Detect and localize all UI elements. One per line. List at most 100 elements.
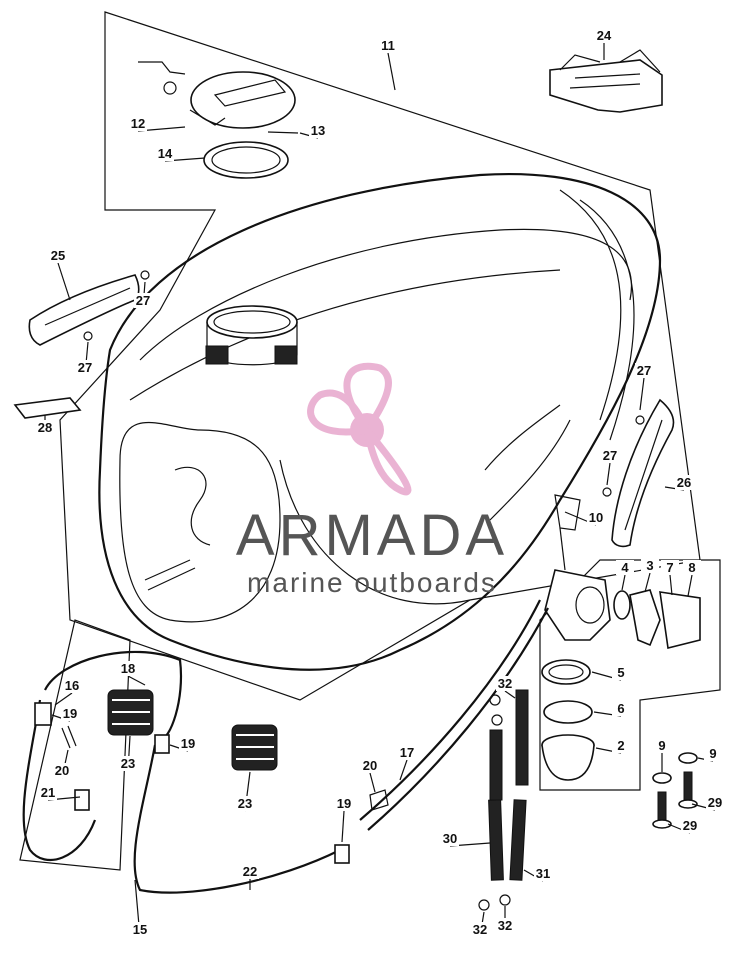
callout-backdrop (653, 738, 671, 753)
callout-leader (54, 692, 73, 706)
hose-clips (478, 694, 511, 911)
callout-number: 23 (121, 756, 135, 771)
callout-backdrop (309, 123, 327, 138)
fuel-cap (138, 61, 296, 129)
callout-25: 25 (49, 248, 71, 301)
callout-backdrop (361, 758, 379, 773)
callout-11: 11 (379, 38, 397, 91)
callout-backdrop (641, 558, 659, 573)
callout-5: 5 (591, 665, 630, 681)
callout-27: 27 (601, 448, 619, 486)
cock-lever (629, 589, 661, 647)
callout-backdrop (236, 796, 254, 811)
caution-label (13, 397, 82, 419)
callout-leader (341, 810, 345, 843)
callout-number: 3 (646, 558, 653, 573)
callout-backdrop (53, 763, 71, 778)
callout-30: 30 (441, 831, 491, 847)
callout-backdrop (471, 922, 489, 937)
watermark-tagline: marine outboards (247, 567, 497, 598)
callout-17: 17 (398, 745, 416, 781)
callout-number: 4 (621, 560, 629, 575)
callout-backdrop (612, 665, 630, 680)
callout-19: 19 (335, 796, 353, 843)
callout-backdrop (587, 510, 605, 525)
emblem-left (28, 270, 150, 346)
callout-number: 5 (617, 665, 624, 680)
callout-number: 18 (121, 661, 135, 676)
callout-backdrop (179, 736, 197, 751)
callout-number: 32 (473, 922, 487, 937)
callout-number: 21 (41, 785, 55, 800)
callout-15: 15 (131, 879, 149, 938)
fuel-tube-right (509, 799, 527, 881)
rubber-cushion-right (231, 724, 278, 771)
callout-19: 19 (51, 706, 79, 722)
callout-2: 2 (595, 738, 630, 754)
callout-22: 22 (241, 864, 259, 890)
callout-20: 20 (53, 749, 71, 779)
callout-number: 24 (597, 28, 612, 43)
callout-backdrop (616, 560, 634, 575)
callout-27: 27 (635, 363, 653, 411)
callout-26: 26 (664, 475, 693, 491)
callout-number: 13 (311, 123, 325, 138)
callout-leader (687, 574, 693, 597)
callout-32: 32 (496, 676, 516, 699)
callout-leader (127, 675, 146, 686)
fuel-cock (544, 494, 611, 641)
fuel-tube-left (488, 799, 504, 881)
callout-backdrop (76, 360, 94, 375)
callout-number: 32 (498, 918, 512, 933)
callout-number: 27 (78, 360, 92, 375)
mount-group-outline (19, 619, 131, 871)
callout-backdrop (595, 28, 613, 43)
mount-bracket (549, 49, 663, 113)
callout-7: 7 (661, 560, 679, 596)
callout-backdrop (612, 738, 630, 753)
callout-number: 2 (617, 738, 624, 753)
callout-number: 22 (243, 864, 257, 879)
callout-21: 21 (39, 785, 81, 801)
callout-18: 18 (119, 661, 146, 686)
o-ring (543, 700, 593, 724)
callout-backdrop (156, 146, 174, 161)
callout-backdrop (706, 795, 724, 810)
callout-backdrop (496, 676, 514, 691)
callout-24: 24 (595, 28, 613, 60)
callout-number: 27 (603, 448, 617, 463)
callout-backdrop (398, 745, 416, 760)
callout-23: 23 (119, 735, 137, 772)
bolt-left (652, 772, 672, 829)
callout-13: 13 (299, 123, 327, 139)
rubber-cushion-left (107, 689, 154, 736)
callout-number: 6 (617, 701, 624, 716)
callout-backdrop (379, 38, 397, 53)
callout-backdrop (119, 756, 137, 771)
callout-19: 19 (169, 736, 197, 752)
fuel-tank-body (98, 173, 662, 671)
callout-leader (644, 572, 651, 593)
sediment-cup (541, 734, 595, 781)
callout-20: 20 (361, 758, 379, 793)
callout-leader (399, 759, 408, 781)
callout-leader (57, 262, 71, 301)
callout-backdrop (704, 746, 722, 761)
callout-backdrop (675, 475, 693, 490)
callout-16: 16 (54, 678, 81, 706)
callout-27: 27 (76, 341, 94, 376)
callout-number: 29 (683, 818, 697, 833)
watermark-logo (307, 362, 412, 496)
cock-gasket (613, 590, 631, 620)
emblem-right (602, 398, 675, 548)
callout-number: 27 (136, 293, 150, 308)
callout-backdrop (496, 918, 514, 933)
callout-14: 14 (156, 146, 206, 162)
callout-leader (669, 574, 673, 596)
callout-number: 14 (158, 146, 173, 161)
callout-32: 32 (496, 906, 514, 933)
callout-number: 10 (589, 510, 603, 525)
callout-leader (504, 690, 516, 699)
callout-number: 30 (443, 831, 457, 846)
